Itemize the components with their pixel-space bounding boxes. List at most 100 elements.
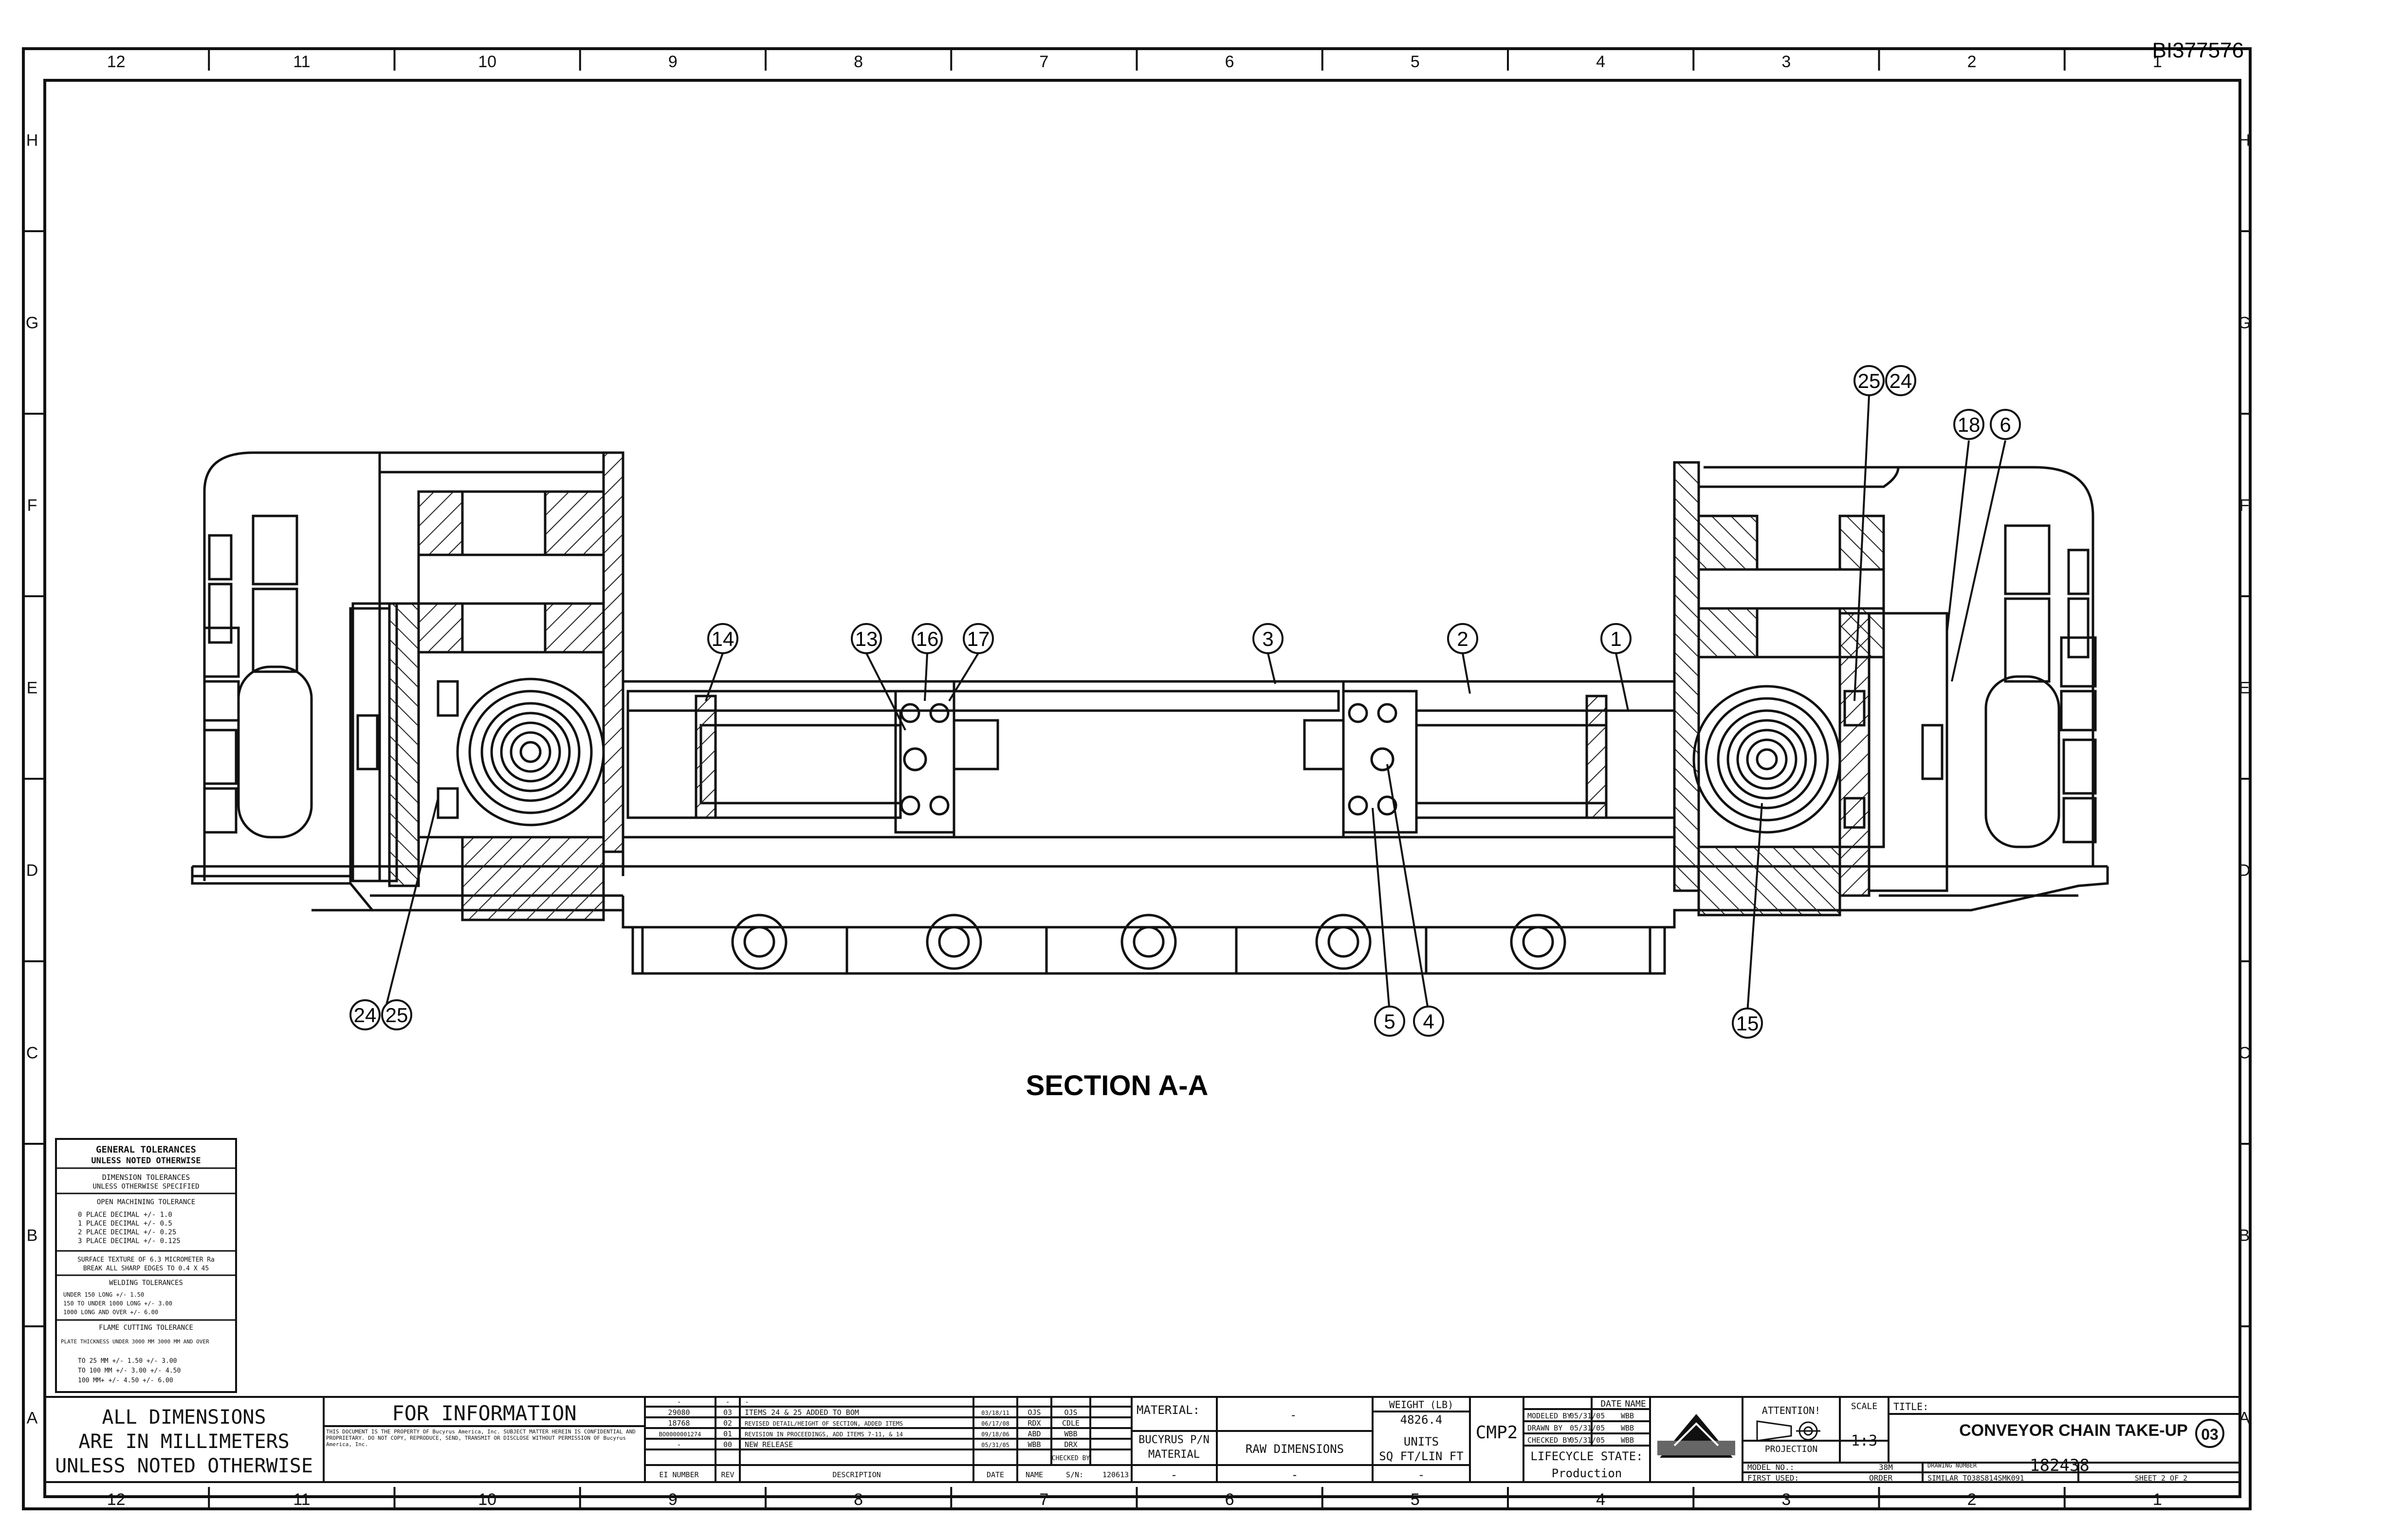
- balloon-label: 24: [354, 1004, 377, 1027]
- first-used-label: FIRST USED:: [1747, 1473, 1799, 1483]
- zone-row-label: F: [27, 496, 37, 515]
- title-label: TITLE:: [1893, 1401, 1928, 1412]
- balloon-label: 24: [1890, 369, 1912, 392]
- rev-name: RDX: [1027, 1419, 1041, 1428]
- balloon-24-bottom: 24: [349, 999, 381, 1030]
- rev-name: OJS: [1064, 1408, 1077, 1417]
- zone-column-label: 7: [1039, 53, 1048, 71]
- units-value: SQ FT/LIN FT: [1379, 1449, 1463, 1463]
- for-information-stamp: FOR INFORMATION: [392, 1401, 576, 1425]
- tol-flame-title: FLAME CUTTING TOLERANCE: [99, 1324, 193, 1332]
- revision-table: - - - 29080 03 ITEMS 24 & 25 ADDED TO BO…: [659, 1397, 1129, 1479]
- balloon-3: 3: [1252, 623, 1284, 654]
- rev-ei: -: [677, 1397, 681, 1406]
- left-bearing: [456, 678, 605, 826]
- rev-num: 01: [723, 1430, 732, 1438]
- zone-row-label: C: [26, 1044, 38, 1063]
- scale-value: 1:3: [1851, 1432, 1877, 1449]
- rev-date: 05/31/05: [981, 1442, 1009, 1448]
- drawing-number-value: 182438: [2030, 1456, 2090, 1475]
- col-name: NAME: [1026, 1470, 1043, 1479]
- zone-column-label: 5: [1411, 1490, 1420, 1509]
- zone-row-label: D: [26, 862, 38, 880]
- rev-desc: ITEMS 24 & 25 ADDED TO BOM: [745, 1408, 859, 1417]
- similar-to: SIMILAR TO38S814SMK091: [1927, 1474, 2024, 1483]
- section-title: SECTION A-A: [1026, 1070, 1209, 1101]
- balloon-label: 25: [1858, 369, 1881, 392]
- material-value: -: [1290, 1408, 1297, 1422]
- zone-column-label: 8: [854, 53, 863, 71]
- zone-row-label: E: [2239, 679, 2250, 697]
- tol-weld-row: 150 TO UNDER 1000 LONG +/- 3.00: [63, 1300, 172, 1307]
- col-ei-number: EI NUMBER: [659, 1470, 699, 1479]
- date-header: DATE: [1600, 1399, 1621, 1409]
- balloon-1: 1: [1600, 623, 1632, 654]
- right-bearing: [1692, 685, 1841, 834]
- material-label-2: MATERIAL: [1148, 1448, 1200, 1461]
- zone-column-label: 10: [478, 1490, 496, 1509]
- balloon-label: 4: [1423, 1010, 1434, 1033]
- lifecycle-value: Production: [1552, 1467, 1622, 1480]
- first-used-value: ORDER: [1869, 1473, 1893, 1483]
- lifecycle-label: LIFECYCLE STATE:: [1530, 1449, 1643, 1463]
- model-no-value: 38M: [1879, 1463, 1893, 1472]
- rev-desc: -: [745, 1397, 749, 1406]
- document-id: BI377576: [2152, 38, 2244, 62]
- zone-column-label: 11: [293, 53, 310, 71]
- zone-column-label: 4: [1596, 1490, 1605, 1509]
- zone-row-label: C: [2238, 1044, 2251, 1063]
- rev-ei: 18768: [668, 1419, 690, 1428]
- tol-weld-row: 1000 LONG AND OVER +/- 6.00: [63, 1309, 158, 1316]
- title-block-text: ALL DIMENSIONS ARE IN MILLIMETERS UNLESS…: [55, 1397, 2224, 1483]
- zone-row-label: B: [2239, 1227, 2250, 1245]
- zone-column-label: 1: [2153, 1490, 2162, 1509]
- balloon-label: 15: [1736, 1012, 1759, 1035]
- zone-row-label: E: [27, 679, 38, 697]
- raw-value: -: [1291, 1468, 1298, 1482]
- balloon-25-bottom: 25: [381, 999, 412, 1030]
- tol-flame-row: TO 25 MM +/- 1.50 +/- 3.00: [78, 1357, 177, 1365]
- zone-row-label: F: [2239, 496, 2250, 515]
- rev-date: 03/18/11: [981, 1410, 1009, 1416]
- third-angle-projection-icon: [1756, 1420, 1820, 1442]
- zone-column-label: 2: [1967, 53, 1977, 71]
- zone-row-label: A: [27, 1409, 38, 1428]
- balloon-18: 18: [1953, 409, 1984, 440]
- drawing-title: CONVEYOR CHAIN TAKE-UP: [1959, 1421, 2188, 1440]
- balloon-label: 6: [2000, 413, 2011, 436]
- tol-open-title: OPEN MACHINING TOLERANCE: [97, 1198, 195, 1206]
- balloon-label: 3: [1262, 627, 1273, 650]
- all-dimensions-line2: ARE IN MILLIMETERS: [78, 1430, 289, 1453]
- zone-column-label: 10: [478, 53, 496, 71]
- balloon-label: 2: [1457, 627, 1468, 650]
- bucyrus-pn-label: BUCYRUS P/N: [1138, 1434, 1210, 1446]
- tol-row: 1 PLACE DECIMAL +/- 0.5: [78, 1220, 172, 1228]
- zone-column-label: 12: [107, 1490, 126, 1509]
- rev-date: 06/17/08: [981, 1420, 1009, 1427]
- balloon-25-top: 25: [1853, 365, 1885, 396]
- zone-column-label: 1: [2153, 53, 2162, 71]
- balloon-label: 1: [1610, 627, 1621, 650]
- balloon-24-top: 24: [1885, 365, 1916, 396]
- col-sn: S/N:: [1066, 1470, 1083, 1479]
- zone-column-label: 6: [1225, 53, 1234, 71]
- balloon-13: 13: [851, 623, 882, 654]
- sheet-number: SHEET 2 OF 2: [2135, 1474, 2187, 1483]
- checked-by-label: CHECKED BY: [1527, 1436, 1571, 1445]
- rev-ei: -: [677, 1440, 681, 1449]
- tol-dim-title: DIMENSION TOLERANCES: [102, 1173, 190, 1182]
- zone-column-label: 2: [1967, 1490, 1977, 1509]
- leader-lines: [384, 395, 2006, 1013]
- modeled-name: WBB: [1621, 1412, 1634, 1420]
- zone-column-label: 8: [854, 1490, 863, 1509]
- rev-ei: 29080: [668, 1408, 690, 1417]
- revision-badge-circle: [2195, 1419, 2224, 1448]
- col-description: DESCRIPTION: [832, 1470, 881, 1479]
- units-label: UNITS: [1404, 1435, 1439, 1448]
- tol-title: GENERAL TOLERANCES: [96, 1144, 196, 1155]
- balloon-label: 5: [1384, 1010, 1395, 1033]
- tol-subtitle: UNLESS NOTED OTHERWISE: [91, 1156, 201, 1166]
- zone-column-label: 3: [1781, 1490, 1791, 1509]
- rev-num: -: [725, 1397, 730, 1406]
